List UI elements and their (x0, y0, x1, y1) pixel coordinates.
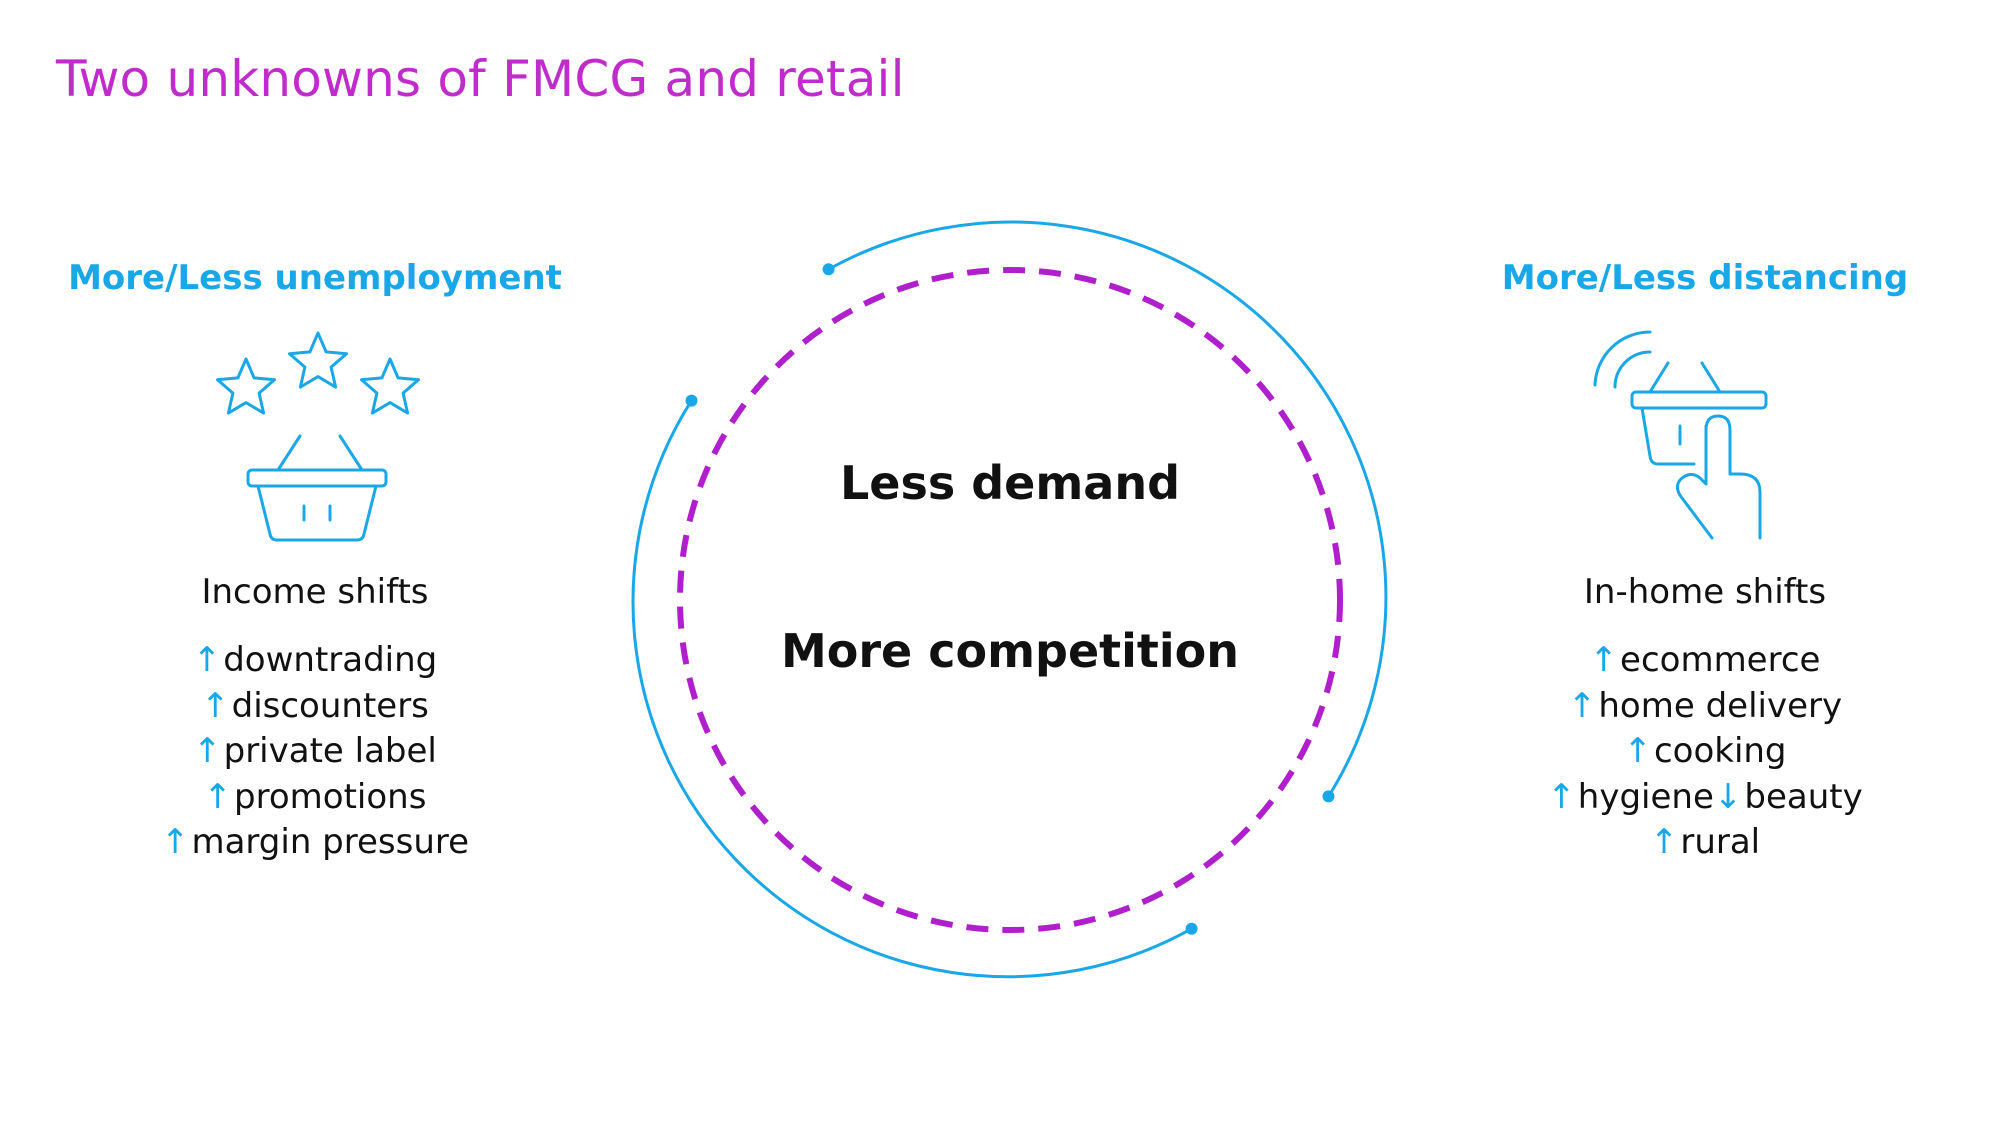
in-home-shifts-list: ↑ecommerce ↑home delivery ↑cooking ↑hygi… (1480, 638, 1930, 866)
list-item: ↑ecommerce (1589, 640, 1821, 680)
distancing-heading: More/Less distancing (1501, 258, 1909, 298)
arc-end-dot (1185, 922, 1198, 935)
up-arrow-icon: ↑ (1567, 685, 1597, 726)
up-arrow-icon: ↑ (1547, 776, 1576, 817)
cycle-diagram (631, 220, 1388, 979)
arc-end-dot (1322, 790, 1335, 803)
list-item: ↑home delivery (1567, 685, 1843, 726)
up-arrow-icon: ↑ (1649, 822, 1679, 862)
up-arrow-icon: ↑ (1589, 640, 1619, 680)
more-competition-label: More competition (780, 624, 1240, 678)
list-item: ↑rural (1649, 822, 1761, 862)
list-item: ↑downtrading (192, 640, 438, 680)
up-arrow-icon: ↑ (1623, 731, 1652, 771)
page-title: Two unknowns of FMCG and retail (56, 50, 905, 108)
list-item: ↑hygiene↓beauty (1547, 776, 1863, 817)
basket-with-stars-icon (200, 320, 440, 550)
basket-touch-icon (1580, 320, 1820, 550)
less-demand-label: Less demand (839, 456, 1181, 510)
up-arrow-icon: ↑ (193, 731, 222, 771)
up-arrow-icon: ↑ (201, 685, 230, 726)
up-arrow-icon: ↑ (160, 822, 190, 862)
down-arrow-icon: ↓ (1713, 776, 1743, 817)
up-arrow-icon: ↑ (203, 776, 233, 817)
income-shifts-list: ↑downtrading ↑discounters ↑private label… (60, 638, 570, 866)
arc-end-dot (822, 263, 835, 276)
unemployment-heading: More/Less unemployment (68, 258, 562, 298)
list-item: ↑margin pressure (160, 822, 470, 862)
list-item: ↑discounters (201, 685, 429, 726)
outer-arc-left (631, 399, 1193, 979)
arc-end-dot (685, 394, 698, 407)
list-item: ↑promotions (203, 776, 427, 817)
list-item: ↑cooking (1623, 731, 1787, 771)
income-shifts-title: Income shifts (201, 572, 429, 612)
list-item: ↑private label (193, 731, 437, 771)
dashed-circle (677, 267, 1343, 933)
in-home-shifts-title: In-home shifts (1583, 572, 1827, 612)
outer-arc-right (827, 220, 1388, 798)
up-arrow-icon: ↑ (192, 640, 222, 680)
